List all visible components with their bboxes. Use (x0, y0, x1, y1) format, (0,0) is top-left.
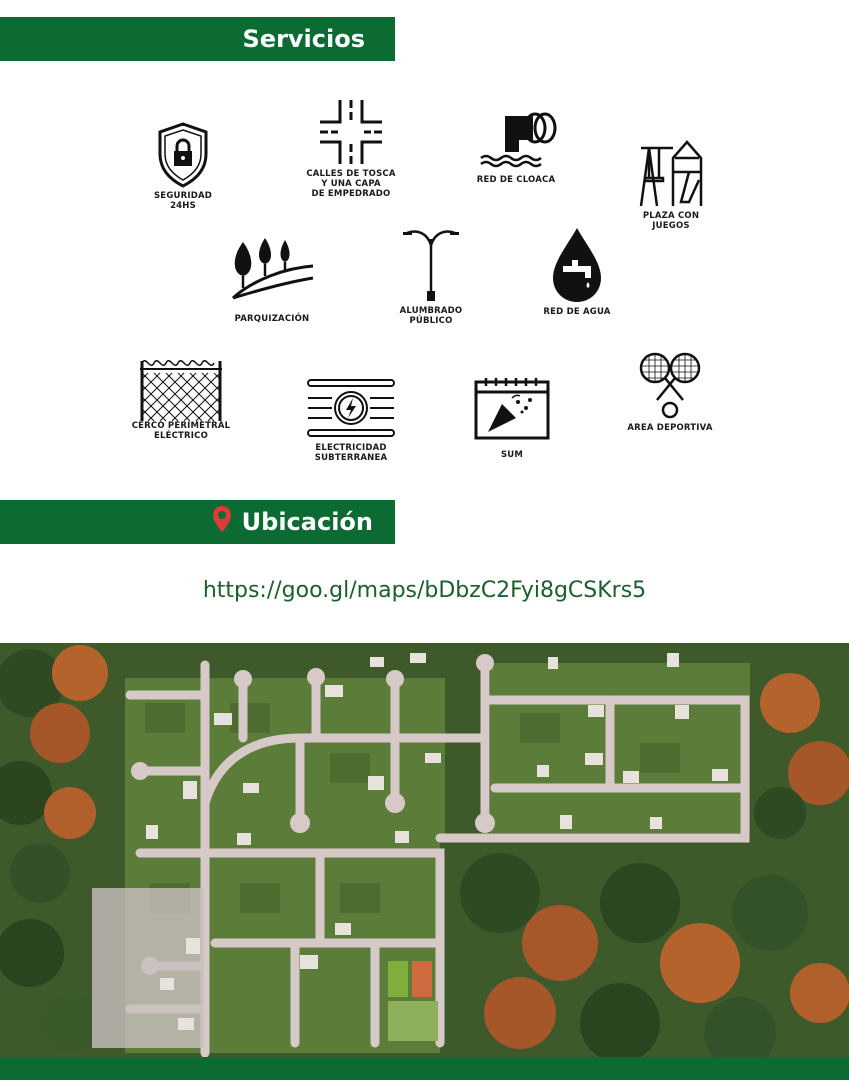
tennis-rackets-icon (639, 352, 701, 419)
shield-lock-icon (158, 122, 208, 188)
underground-electricity-icon (307, 379, 395, 437)
service-red-de-agua: RED DE AGUA (532, 226, 622, 317)
tree-canopy (0, 645, 849, 1057)
trees-icon (231, 238, 314, 300)
aerial-site-plan (0, 643, 849, 1057)
service-area-deportiva: AREA DEPORTIVA (622, 350, 718, 433)
servicios-title: Servicios (242, 25, 366, 53)
location-pin-icon (212, 505, 232, 539)
calendar-party-icon (474, 378, 550, 440)
houses (146, 653, 728, 1030)
sewer-pipe-icon (480, 112, 557, 168)
service-calles: CALLES DE TOSCA Y UNA CAPA DE EMPEDRADO (296, 98, 406, 199)
sports-courts (388, 961, 438, 1041)
electric-fence-icon (140, 360, 222, 422)
servicios-banner: Servicios (0, 17, 395, 61)
service-sum: SUM (466, 376, 558, 460)
service-parquizacion: PARQUIZACIÓN (222, 236, 322, 324)
ubicacion-banner: Ubicación (0, 500, 395, 544)
service-red-de-cloaca: RED DE CLOACA (470, 108, 562, 185)
service-plaza-con-juegos: PLAZA CON JUEGOS (626, 132, 716, 231)
service-alumbrado-publico: ALUMBRADO PÚBLICO (390, 225, 472, 326)
cul-de-sacs (131, 654, 495, 975)
service-seguridad: SEGURIDAD 24HS (138, 122, 228, 211)
ubicacion-title: Ubicación (241, 508, 373, 536)
crossroad-icon (320, 100, 382, 164)
water-drop-faucet-icon (553, 228, 601, 302)
roads (125, 660, 750, 1057)
bottom-bar (0, 1057, 849, 1080)
service-cerco-perimetral: CERCO PERIMETRAL ELÉCTRICO (128, 353, 234, 441)
playground-icon (639, 140, 703, 207)
service-electricidad-subterranea: ELECTRICIDAD SUBTERRANEA (296, 376, 406, 463)
map-link[interactable]: https://goo.gl/maps/bDbzC2Fyi8gCSKrs5 (202, 578, 647, 603)
streetlight-icon (403, 230, 459, 301)
